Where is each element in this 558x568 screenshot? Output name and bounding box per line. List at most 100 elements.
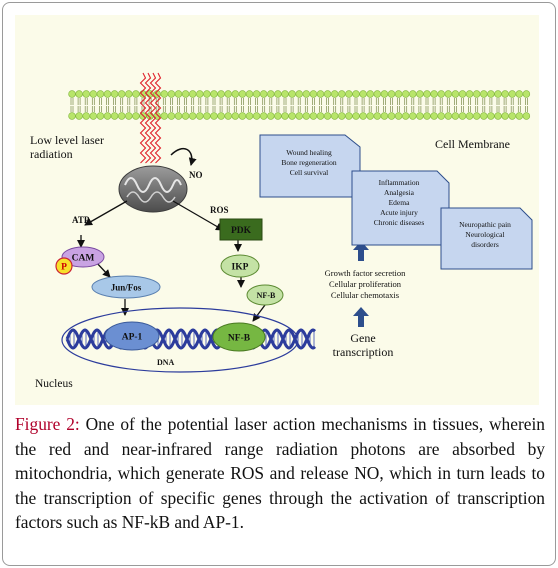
lipid-head — [68, 112, 76, 120]
lipid-head — [316, 112, 325, 120]
phosphate-node — [55, 257, 73, 275]
lipid-head — [323, 90, 332, 98]
box2-line-1: Inflammation — [379, 178, 420, 187]
lipid-head — [295, 90, 303, 98]
lipid-head — [430, 90, 438, 98]
box1-line-1: Wound healing — [286, 148, 332, 157]
lipid-head — [217, 112, 225, 120]
lipid-head — [281, 90, 289, 98]
lipid-head — [203, 90, 211, 98]
lipid-head — [373, 90, 381, 98]
lipid-head — [82, 90, 90, 98]
jun-fos-node — [91, 275, 161, 299]
lipid-head — [231, 112, 240, 120]
dna-helix — [65, 328, 317, 350]
lipid-head — [473, 90, 481, 98]
lipid-head — [117, 90, 126, 98]
lipid-head — [465, 90, 474, 98]
lipid-head — [515, 90, 523, 98]
lipid-head — [451, 112, 460, 120]
lipid-head — [387, 112, 396, 120]
caption-text: One of the potential laser action mechan… — [15, 414, 545, 532]
growth-line-3: Cellular chemotaxis — [331, 290, 399, 300]
lipid-head — [238, 112, 247, 120]
lipid-head — [352, 90, 360, 98]
box1-line-3: Cell survival — [290, 168, 329, 177]
lipid-head — [501, 90, 509, 98]
caption-label: Figure 2: — [15, 414, 80, 434]
no-label: NO — [189, 170, 203, 180]
pathway-arrows — [77, 200, 266, 322]
lipid-head — [245, 90, 254, 98]
lipid-head — [281, 112, 289, 120]
lipid-head — [160, 90, 169, 98]
lipid-head — [267, 90, 275, 98]
lipid-head — [480, 112, 488, 120]
lipid-head — [309, 90, 318, 98]
lipid-head — [338, 112, 346, 120]
effect-box-2: Inflammation Analgesia Edema Acute injur… — [351, 170, 450, 246]
lipid-head — [260, 90, 268, 98]
laser-label-line1: Low level laser — [30, 133, 104, 147]
lipid-head — [508, 90, 516, 98]
laser-wave — [139, 72, 147, 164]
lipid-head — [522, 90, 531, 98]
lipid-head — [402, 90, 410, 98]
ikp-label: IKP — [232, 263, 249, 273]
lipid-head — [260, 112, 268, 120]
lipid-head — [231, 90, 240, 98]
lipid-head — [103, 90, 112, 98]
lipid-head — [515, 112, 523, 120]
lipid-head — [139, 90, 147, 98]
lipid-head — [110, 112, 119, 120]
lipid-head — [245, 112, 254, 120]
lipid-head — [473, 112, 481, 120]
box3-line-1: Neuropathic pain — [459, 220, 511, 229]
lipid-head — [210, 90, 218, 98]
lipid-head — [89, 112, 98, 120]
lipid-head — [189, 90, 197, 98]
box2-line-5: Chronic diseases — [374, 218, 425, 227]
lipid-head — [402, 112, 410, 120]
laser-wave — [149, 72, 157, 164]
box2-line-4: Acute injury — [380, 208, 418, 217]
lipid-head — [302, 112, 310, 120]
lipid-head — [309, 112, 318, 120]
lipid-head — [96, 90, 105, 98]
lipid-head — [458, 112, 467, 120]
lipid-head — [366, 90, 374, 98]
ros-label: ROS — [210, 205, 229, 215]
lipid-head — [345, 112, 353, 120]
lipid-head — [394, 90, 403, 98]
lipid-head — [373, 112, 381, 120]
mitochondrion — [118, 165, 188, 213]
cam-node — [61, 246, 105, 268]
lipid-head — [487, 90, 495, 98]
lipid-head — [331, 90, 339, 98]
lipid-head — [494, 112, 502, 120]
lipid-head — [394, 112, 403, 120]
lipid-head — [501, 112, 509, 120]
lipid-head — [288, 90, 296, 98]
box3-line-3: disorders — [471, 240, 499, 249]
ikp-node — [220, 254, 260, 278]
lipid-head — [267, 112, 275, 120]
lipid-head — [103, 112, 112, 120]
lipid-head — [174, 90, 183, 98]
lipid-head — [167, 90, 176, 98]
lipid-head — [160, 112, 169, 120]
lipid-head — [522, 112, 531, 120]
laser-wave — [154, 72, 162, 164]
lipid-head — [252, 112, 261, 120]
lipid-head — [316, 90, 325, 98]
gene-transcription-line1: Gene — [350, 331, 375, 345]
lipid-head — [181, 90, 190, 98]
lipid-head — [423, 90, 431, 98]
lipid-head — [387, 90, 396, 98]
lipid-head — [132, 112, 140, 120]
lipid-head — [117, 112, 126, 120]
laser-mechanism-diagram: Low level laser radiation NO ROS ATP DNA… — [30, 72, 533, 390]
lipid-head — [323, 112, 332, 120]
effect-box-1: Wound healing Bone regeneration Cell sur… — [259, 134, 361, 198]
lipid-head — [274, 112, 282, 120]
